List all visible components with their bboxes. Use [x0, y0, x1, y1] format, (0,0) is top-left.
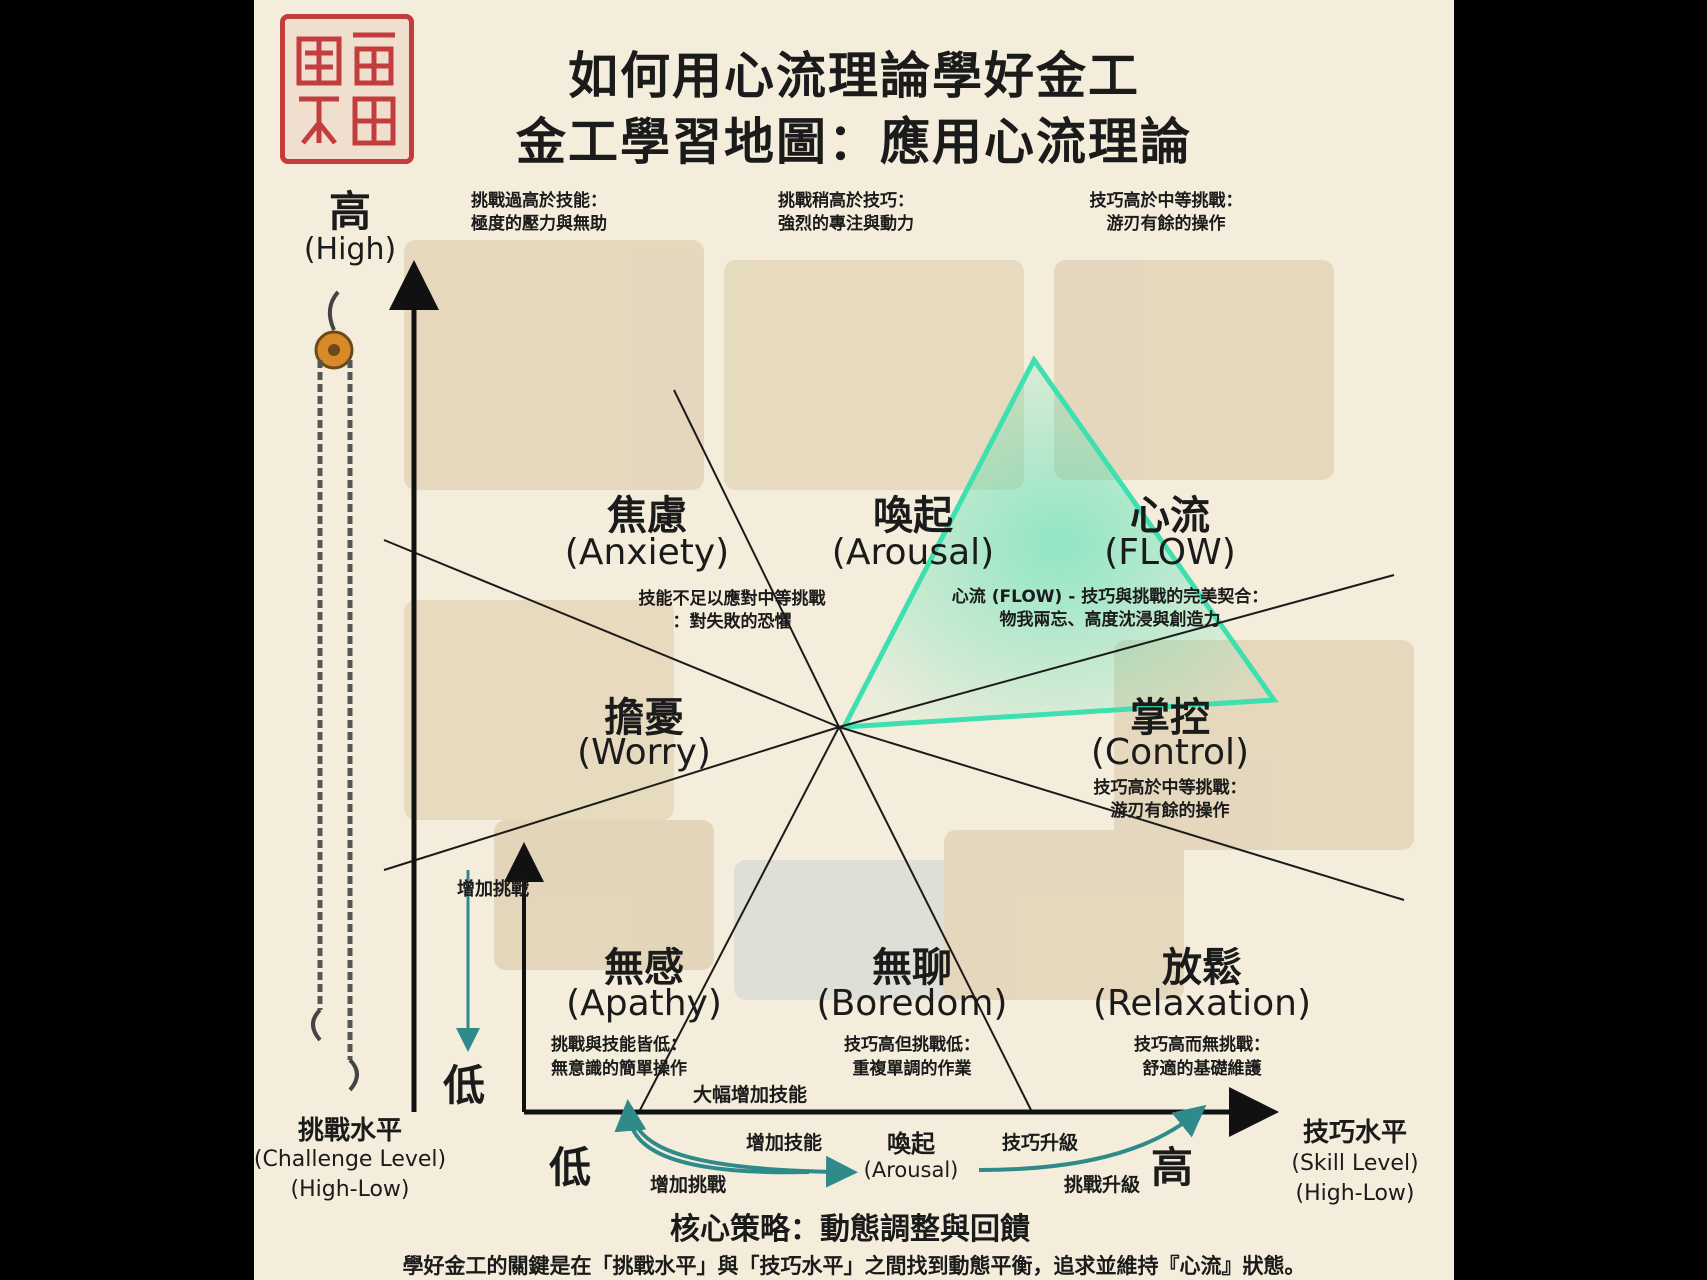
relaxation-label: 放鬆: [1162, 945, 1242, 991]
flow-note-line-1: 心流 (FLOW) - 技巧與挑戰的完美契合：: [951, 587, 1269, 607]
flow-triangle: [839, 355, 1279, 730]
boredom-note-line-1: 技巧高但挑戰低：: [844, 1035, 980, 1055]
cycle-add-challenge: 增加挑戰: [649, 1174, 727, 1196]
worry-note-line-1: 技能不足以應對中等挑戰: [638, 589, 826, 609]
anxiety-note-line-1: 挑戰過高於技能：: [471, 191, 607, 211]
summary-text: 學好金工的關鍵是在「挑戰水平」與「技巧水平」之間找到動態平衡，追求並維持『心流』…: [402, 1254, 1306, 1278]
boredom-note-line-2: 重複單調的作業: [852, 1059, 972, 1079]
x-axis-high: 高: [1150, 1143, 1194, 1192]
apathy-note-line-1: 挑戰與技能皆低：: [551, 1035, 687, 1055]
boredom-label-en: (Boredom): [816, 983, 1008, 1024]
arousal-label: 喚起: [873, 493, 953, 539]
worry-label-en: (Worry): [577, 732, 711, 773]
anxiety-label-en: (Anxiety): [564, 532, 730, 573]
seal-stamp: [280, 14, 414, 164]
relaxation-note-line-1: 技巧高而無挑戰：: [1134, 1035, 1270, 1055]
y-axis-high-en: (High): [303, 232, 397, 267]
arousal-label-en: (Arousal): [831, 532, 995, 573]
anxiety-note-line-2: 極度的壓力與無助: [471, 214, 607, 234]
top-right-note-line-1: 技巧高於中等挑戰：: [1089, 191, 1243, 211]
relaxation-note-line-2: 舒適的基礎維護: [1142, 1059, 1262, 1079]
control-note-line-2: 游刃有餘的操作: [1110, 801, 1230, 821]
apathy-note-line-2: 無意識的簡單操作: [551, 1059, 687, 1079]
skill-level-range: (High-Low): [1295, 1181, 1415, 1206]
region-dividers: [383, 389, 1405, 1113]
workshop-scenes: [404, 240, 1414, 1000]
apathy-label: 無感: [604, 945, 684, 991]
flow-note-line-2: 物我兩忘、高度沈浸與創造力: [999, 610, 1221, 630]
cycle-center-label-en: (Arousal): [863, 1158, 959, 1182]
y-axis-low: 低: [442, 1061, 486, 1110]
apathy-label-en: (Apathy): [566, 983, 722, 1024]
skill-level-title-en: (Skill Level): [1291, 1151, 1419, 1176]
arousal-note-line-2: 強烈的專注與動力: [778, 214, 914, 234]
y-axis-high: 高: [328, 187, 372, 236]
flow-diagram: [311, 240, 1414, 1188]
cycle-center-label: 喚起: [887, 1130, 935, 1158]
increase-challenge-label: 增加挑戰: [457, 879, 529, 900]
flow-label-en: (FLOW): [1104, 532, 1236, 573]
challenge-level-range: (High-Low): [290, 1177, 410, 1202]
control-label-en: (Control): [1090, 732, 1250, 773]
cycle-big-skill: 大幅增加技能: [692, 1084, 808, 1106]
boredom-label: 無聊: [872, 945, 952, 991]
title-line-1: 如何用心流理論學好金工: [568, 47, 1140, 105]
poster: 如何用心流理論學好金工 金工學習地圖：應用心流理論 高 (High) 挑戰過高於…: [254, 0, 1454, 1280]
cycle-arrows: [614, 1099, 1207, 1188]
flow-label: 心流: [1130, 493, 1210, 539]
anxiety-label: 焦慮: [607, 493, 687, 539]
worry-note-line-2: ：對失敗的恐懼: [672, 612, 792, 632]
cycle-skill-upgrade: 技巧升級: [1001, 1132, 1079, 1154]
pulley-chain-icon: [311, 290, 359, 1092]
core-strategy: 核心策略：動態調整與回饋: [670, 1212, 1030, 1247]
cycle-add-skill: 增加技能: [745, 1132, 823, 1154]
x-axis-low: 低: [548, 1143, 592, 1192]
control-note-line-1: 技巧高於中等挑戰：: [1093, 778, 1247, 798]
relaxation-label-en: (Relaxation): [1092, 983, 1312, 1024]
top-right-note-line-2: 游刃有餘的操作: [1106, 214, 1226, 234]
control-label: 掌控: [1130, 695, 1210, 741]
challenge-level-title: 挑戰水平: [297, 1116, 403, 1146]
worry-label: 擔憂: [604, 695, 684, 741]
arousal-note-line-1: 挑戰稍高於技巧：: [778, 191, 914, 211]
title-line-2: 金工學習地圖：應用心流理論: [516, 113, 1192, 171]
cycle-challenge-upgrade: 挑戰升級: [1063, 1174, 1141, 1196]
challenge-level-title-en: (Challenge Level): [254, 1147, 447, 1172]
skill-level-title: 技巧水平: [1302, 1118, 1408, 1148]
